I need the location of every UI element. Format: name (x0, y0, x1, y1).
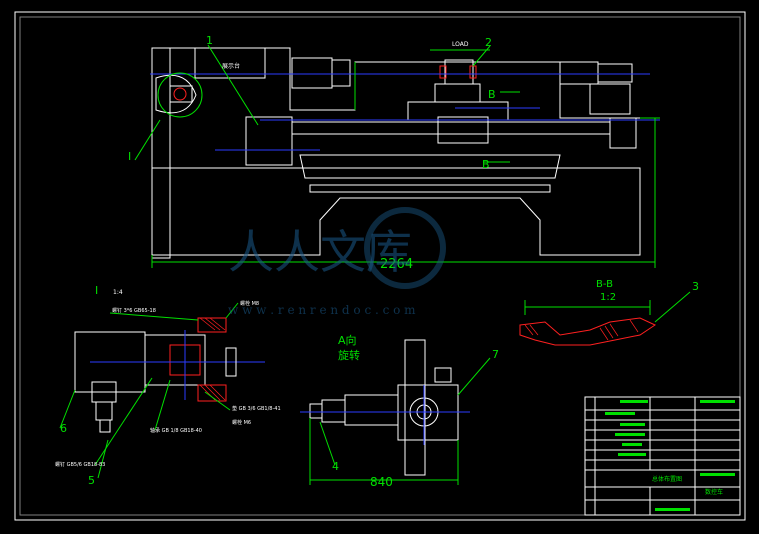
note-6: 螺钉 GB5/6 GB18-83 (55, 461, 105, 468)
detail-i-marker: I (128, 150, 131, 163)
view-a-line1: A向 (338, 333, 357, 347)
note-2: 螺栓 M8 (240, 300, 259, 307)
section-bb-view (519, 291, 691, 346)
detail-i-scale: 1:4 (113, 289, 123, 296)
note-4: 螺栓 M6 (232, 419, 251, 426)
view-a-line2: 旋转 (338, 348, 360, 362)
inner-frame (19, 16, 741, 516)
callout-1: 1 (206, 34, 213, 47)
note-1: 螺钉 3*6 GB65-18 (112, 307, 156, 314)
section-b-top: B (488, 88, 496, 101)
callout-7: 7 (492, 348, 499, 361)
title-block (584, 396, 741, 516)
detail-i-view (59, 302, 265, 479)
dimension-actuator: 840 (370, 475, 393, 489)
watermark-url: w w w . r e n r e n d o c . c o m (228, 303, 416, 317)
dimension-top: LOAD (452, 41, 469, 48)
detail-i-title: I (95, 284, 98, 297)
actuator-view (300, 339, 491, 485)
section-bb-title: B-B (596, 279, 613, 290)
watermark: 人人文库 w w w . r e n r e n d o c . c o m (228, 207, 446, 317)
watermark-brand: 人人文库 (228, 225, 412, 279)
headstock-label: 展示台 (222, 62, 240, 70)
callout-3: 3 (692, 280, 699, 293)
title-drawing-name: 总体布置图 (652, 475, 682, 483)
section-bb-scale: 1:2 (600, 292, 616, 303)
callout-6: 6 (60, 422, 67, 435)
lathe-main-view (134, 44, 660, 268)
dimension-overall: 2264 (380, 257, 413, 272)
section-b-main: B (482, 158, 490, 171)
outer-frame (14, 11, 746, 521)
title-company: 数控车 (705, 488, 723, 496)
callout-2: 2 (485, 36, 492, 49)
callout-5: 5 (88, 474, 95, 487)
callout-4: 4 (332, 460, 339, 473)
note-3: 垫 GB 3/6 GB1/8-41 (232, 405, 281, 412)
note-5: 轴承 GB 1/8 GB18-40 (150, 427, 202, 434)
